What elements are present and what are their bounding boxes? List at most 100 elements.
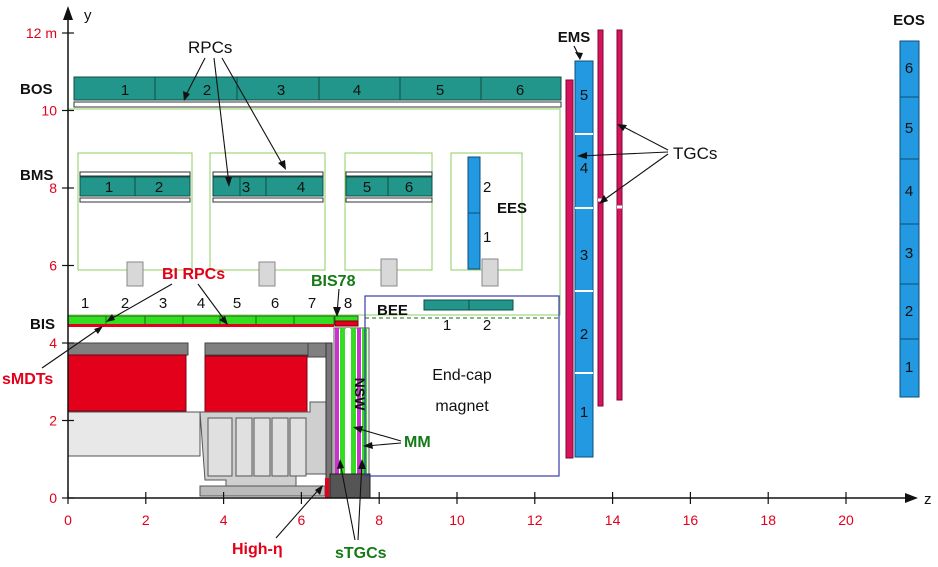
nsw-base-shield <box>329 473 371 499</box>
bos-chamber-number: 1 <box>121 82 129 99</box>
z-axis-tick-label: 10 <box>449 512 465 528</box>
arrowhead <box>333 307 341 317</box>
mm-arrow-line <box>355 427 402 442</box>
bms-rpc-layer <box>79 171 191 177</box>
bis78-chamber <box>334 320 359 327</box>
nsw-stgc-layer <box>357 328 361 474</box>
bos-chamber-number: 5 <box>436 82 444 99</box>
arrowhead <box>353 426 363 433</box>
bms-rpc-layer <box>212 171 324 177</box>
high-eta-chamber <box>325 478 329 498</box>
arrowhead <box>577 152 587 159</box>
y-axis-tick-label: 2 <box>49 413 57 429</box>
nsw-label: NSW <box>352 378 368 411</box>
calorimeter-corner <box>307 342 327 358</box>
bis-chamber-number: 4 <box>197 295 205 312</box>
smdts-label: sMDTs <box>2 371 53 388</box>
arrowhead <box>106 314 115 322</box>
bis-label: BIS <box>30 316 55 333</box>
endcap-calorimeter-cell <box>271 417 289 477</box>
bms-rpc-layer <box>345 171 433 177</box>
annotation-arrows <box>41 57 669 541</box>
tgcs-arrow-line <box>600 153 669 203</box>
bos-label: BOS <box>20 81 53 98</box>
endcap-calorimeter-cell <box>207 417 233 477</box>
bms-rpc-layer <box>345 197 433 203</box>
eos-chamber-column <box>899 40 920 398</box>
nsw-gap <box>346 328 350 474</box>
bms-chamber-number: 3 <box>242 179 250 196</box>
z-axis-tick-label: 18 <box>760 512 776 528</box>
calorimeter-red-block-left <box>67 354 187 412</box>
arrowhead <box>599 195 608 204</box>
tgc-layer-1 <box>565 79 574 459</box>
rpcs-arrow-line <box>221 57 285 168</box>
y-axis-tick-label: 8 <box>49 180 57 196</box>
z-axis-tick-label: 6 <box>298 512 306 528</box>
endcap-magnet-box <box>364 295 560 477</box>
z-axis-arrowhead <box>905 493 918 503</box>
calorimeter-lower-block <box>67 411 201 457</box>
tgcs-label: TGCs <box>673 144 717 163</box>
arrowhead <box>358 459 366 469</box>
stgcs-arrow-line <box>357 461 363 541</box>
calorimeter-red-block-right <box>204 355 308 413</box>
bos-rpc-layer <box>73 101 562 108</box>
ees-chamber-number: 1 <box>483 229 491 246</box>
rpcs-label: RPCs <box>188 38 232 57</box>
bms-chamber <box>345 176 433 197</box>
bms-chamber-number: 2 <box>155 179 163 196</box>
z-axis-tick-label: 2 <box>142 512 150 528</box>
bis-smdt-layer <box>68 324 334 327</box>
bi-rpcs-label: BI RPCs <box>162 266 225 283</box>
y-axis-tick-label: 6 <box>49 258 57 274</box>
high-eta-arrow-line <box>275 486 322 539</box>
arrowhead <box>225 177 232 187</box>
support-block-2 <box>258 261 276 287</box>
bms-rpc-layer <box>79 197 191 203</box>
stgcs-arrow-line <box>339 461 356 541</box>
bis78-label: BIS78 <box>311 273 356 290</box>
bis-chamber-number: 1 <box>81 295 89 312</box>
bis-chamber-number: 7 <box>308 295 316 312</box>
bms-label: BMS <box>20 167 53 184</box>
bos-chamber-strip <box>73 76 562 101</box>
bi-rpcs-arrow-line <box>197 283 227 323</box>
eos-label: EOS <box>893 12 925 29</box>
eos-chamber-number: 3 <box>905 245 913 262</box>
endcap-calorimeter-cell <box>289 417 307 477</box>
high-eta-label: High-η <box>232 541 283 558</box>
tgcs-arrow-line <box>579 151 669 157</box>
ems-chamber-number: 4 <box>580 160 588 177</box>
bi-rpcs-arrow-line <box>108 283 173 321</box>
arrowhead <box>94 326 103 334</box>
nsw-mm-layer <box>351 328 356 474</box>
bms-chamber-number: 1 <box>105 179 113 196</box>
tgc-layer-3 <box>616 29 623 401</box>
bis-chamber-number: 3 <box>159 295 167 312</box>
y-axis-label: y <box>84 7 92 24</box>
bee-chamber-number: 2 <box>483 317 491 334</box>
bms-chamber-number: 4 <box>297 179 305 196</box>
bms-chamber-number: 5 <box>363 179 371 196</box>
arrowhead <box>278 160 286 170</box>
z-axis-tick-label: 14 <box>605 512 621 528</box>
bms-sector-frame-1 <box>77 152 193 271</box>
calorimeter-top-plate-left <box>67 342 189 356</box>
smdts-arrow-line <box>41 327 101 369</box>
z-axis-tick-label: 16 <box>683 512 699 528</box>
y-axis-arrowhead <box>63 6 73 20</box>
bms-rpc-layer <box>212 197 324 203</box>
z-axis-tick-label: 4 <box>220 512 228 528</box>
bis-chamber-number: 2 <box>121 295 129 312</box>
arrowhead <box>183 91 190 101</box>
mm-label: MM <box>404 434 431 451</box>
arrowhead <box>363 442 373 449</box>
bos-chamber-number: 4 <box>353 82 361 99</box>
eos-chamber-number: 2 <box>905 303 913 320</box>
endcap-magnet-label-line1: End-cap <box>432 367 492 384</box>
z-axis-tick-label: 20 <box>838 512 854 528</box>
beam-shield <box>199 485 326 497</box>
